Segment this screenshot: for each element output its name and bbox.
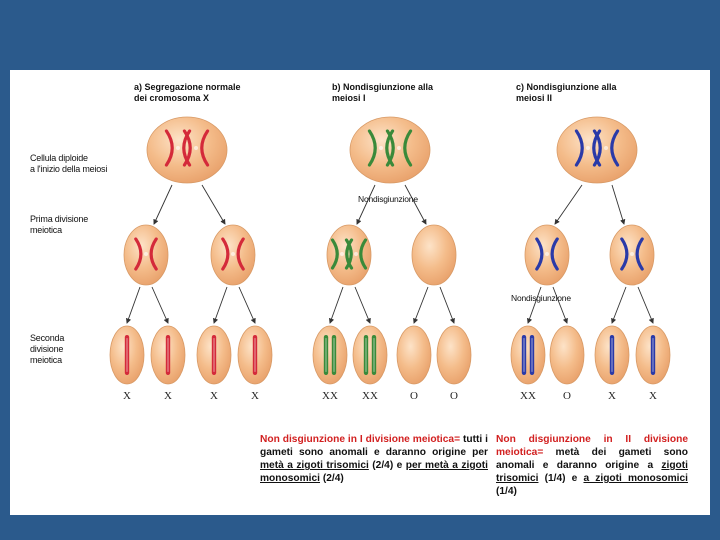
label-second-division: Seconda divisione meiotica xyxy=(30,333,65,365)
col-a-diploid-cell xyxy=(146,116,228,184)
genotype-c-2: O xyxy=(563,390,571,402)
col-c-arrow-2-1 xyxy=(526,286,542,324)
genotype-a-1: X xyxy=(123,390,131,402)
meiosis-diagram xyxy=(109,116,671,385)
col-c-arrow-1-right xyxy=(611,184,626,225)
header-nondisjunction-meiosis-2: c) Nondisgiunzione alla meiosi II xyxy=(516,82,617,103)
genotype-c-4: X xyxy=(649,390,657,402)
col-b-arrow-2-4 xyxy=(439,286,455,324)
label-diploid-cell: Cellula diploide a l'inizio della meiosi xyxy=(30,153,108,174)
header-nondisjunction-meiosis-1: b) Nondisgiunzione alla meiosi I xyxy=(332,82,433,103)
col-b-gamete-1 xyxy=(312,325,348,385)
col-b-division1-cell-1 xyxy=(326,224,372,286)
note-meiosis-2-trisomic: zigoti trisomici xyxy=(496,460,688,484)
col-b-arrow-2-1 xyxy=(328,286,344,324)
note-meiosis-2-text-3: (1/4) xyxy=(496,486,517,497)
note-meiosis-1-monosomic: per metà a zigoti monosomici xyxy=(260,460,488,484)
genotype-c-3: X xyxy=(608,390,616,402)
col-a-gamete-3 xyxy=(196,325,232,385)
col-a-arrow-2-1 xyxy=(125,286,141,324)
col-b-gamete-4 xyxy=(436,325,472,385)
genotype-a-4: X xyxy=(251,390,259,402)
col-c-division1-cell-2 xyxy=(609,224,655,286)
col-a-arrow-1-left xyxy=(153,184,173,225)
note-meiosis-1-text-1: tutti i gameti sono anomali e daranno or… xyxy=(260,434,488,458)
col-c-gamete-2 xyxy=(549,325,585,385)
col-b-gamete-3 xyxy=(396,325,432,385)
genotype-b-1: XX xyxy=(322,390,338,402)
col-c-arrow-1-left xyxy=(554,184,583,225)
note-meiosis-2-text-2: (1/4) e xyxy=(538,473,584,484)
col-c-arrow-2-3 xyxy=(611,286,627,324)
col-a-division1-cell-1 xyxy=(123,224,169,286)
col-b-arrow-2-3 xyxy=(413,286,429,324)
genotype-a-2: X xyxy=(164,390,172,402)
col-c-arrow-2-2 xyxy=(552,286,568,324)
col-a-arrow-2-4 xyxy=(238,286,256,324)
col-c-diploid-cell xyxy=(556,116,638,184)
note-meiosis-1-trisomic: metà a zigoti trisomici xyxy=(260,460,369,471)
genotype-b-4: O xyxy=(450,390,458,402)
nondisjunction-label-b: Nondisgiunzione xyxy=(358,194,418,204)
col-a-gamete-1 xyxy=(109,325,145,385)
col-b-division1-cell-2 xyxy=(411,224,457,286)
genotype-b-3: O xyxy=(410,390,418,402)
header-normal-segregation: a) Segregazione normale dei cromosoma X xyxy=(134,82,241,103)
col-b-arrow-2-2 xyxy=(354,286,371,324)
col-c-gamete-1 xyxy=(510,325,546,385)
col-b-arrow-1-right xyxy=(404,184,427,225)
col-a-gamete-2 xyxy=(150,325,186,385)
note-meiosis-1-lead: Non disgiunzione in I divisione meiotica… xyxy=(260,434,461,445)
note-meiosis-1-text-2: (2/4) e xyxy=(368,460,406,471)
note-meiosis-1-text-3: (2/4) xyxy=(320,473,344,484)
col-a-arrow-2-3 xyxy=(212,286,228,324)
label-first-division: Prima divisione meiotica xyxy=(30,214,89,235)
col-c-division1-cell-1 xyxy=(524,224,570,286)
note-meiosis-2-monosomic: a zigoti monosomici xyxy=(583,473,689,484)
col-b-gamete-2 xyxy=(352,325,388,385)
note-meiosis-2-text-1: metà dei gameti sono anomali e daranno o… xyxy=(496,447,688,471)
col-c-gamete-4 xyxy=(635,325,671,385)
col-c-arrow-2-4 xyxy=(637,286,654,324)
col-a-arrow-2-2 xyxy=(151,286,169,324)
genotype-c-1: XX xyxy=(520,390,536,402)
note-meiosis-2-lead: Non disgiunzione in II divisione meiotic… xyxy=(496,434,688,458)
col-a-arrow-1-right xyxy=(201,184,226,225)
col-c-gamete-3 xyxy=(594,325,630,385)
note-meiosis-1: Non disgiunzione in I divisione meiotica… xyxy=(260,433,488,485)
slide: a) Segregazione normale dei cromosoma X … xyxy=(10,70,710,515)
note-meiosis-2: Non disgiunzione in II divisione meiotic… xyxy=(496,433,688,498)
nondisjunction-label-c: Nondisgiunzione xyxy=(511,293,571,303)
col-a-gamete-4 xyxy=(237,325,273,385)
genotype-b-2: XX xyxy=(362,390,378,402)
col-a-division1-cell-2 xyxy=(210,224,256,286)
col-b-diploid-cell xyxy=(349,116,431,184)
genotype-a-3: X xyxy=(210,390,218,402)
col-b-arrow-1-left xyxy=(356,184,376,225)
